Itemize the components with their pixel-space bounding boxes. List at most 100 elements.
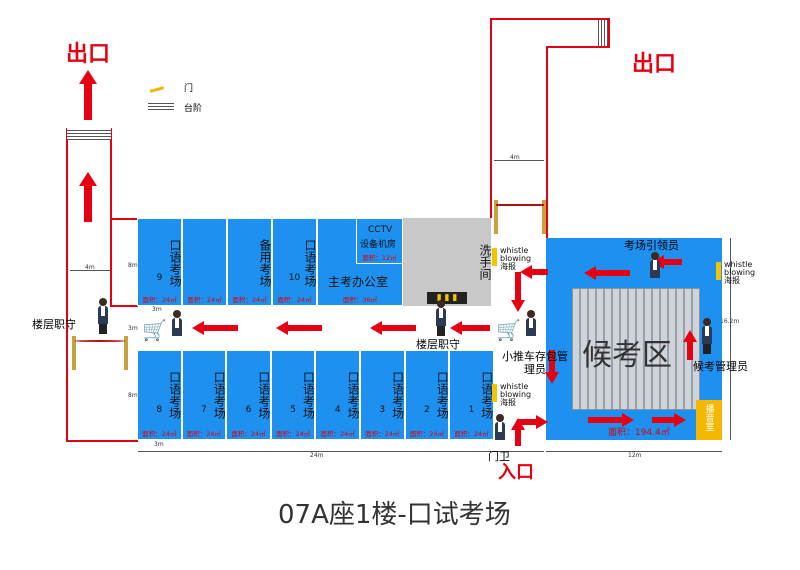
room-area: 面积：24㎡ [277,296,312,304]
floor-guard-mid-label: 楼层职守 [416,338,460,351]
route-line [608,18,610,46]
dim-line [70,270,110,271]
dim-line [546,451,722,452]
poster-icon [716,262,721,280]
room-label: 口语考场 [168,239,182,287]
rope-barrier [494,194,546,234]
backup-exam-room: 备用考场 面积：24㎡ [227,218,272,306]
room-area: 面积：24㎡ [186,430,222,438]
guide-label: 考场引领员 [624,239,679,252]
exam-room-blank: 面积：24㎡ [182,218,227,306]
room-number: 6 [245,405,252,415]
entrance-label: 入口 [498,462,534,483]
route-line [66,440,138,442]
room-label: 口语考场 [390,371,405,419]
washroom-label: 洗手间 [478,244,492,280]
route-arrow-icon [545,350,559,384]
dim-24m: 24m [310,452,324,459]
dim-line [494,160,544,161]
route-arrow-icon [192,321,238,335]
guide-person [650,252,660,278]
legend-steps-label: 台阶 [184,104,203,114]
room-label: 口语考场 [303,239,317,287]
dim-16m: 16.2m [720,318,740,325]
exit-label-left: 出口 [66,42,111,67]
dim-3m: 3m [154,441,164,448]
route-line [490,18,492,218]
room-area: 面积：24㎡ [365,430,400,438]
room-label: 口语考场 [435,371,450,419]
dim-4m-top: 4m [510,154,520,161]
exit-arrow-icon [79,172,97,222]
door-legend-icon [149,86,165,93]
dim-8m: 8m [128,392,138,399]
door-guard-person [495,414,505,440]
room-area: 面积：24㎡ [232,296,267,304]
route-line [546,46,548,242]
room-number: 1 [468,405,475,415]
steps-legend-icon [148,101,174,111]
cctv-label: CCTV [368,225,393,235]
route-arrow-icon [652,413,686,427]
room-number: 9 [156,273,163,283]
waiting-label: 候考区 [582,338,672,373]
office-area: 面积：36㎡ [342,296,378,304]
exam-room-10: 口语考场 10 面积：24㎡ [272,218,317,306]
room-area: 面积：24㎡ [187,296,222,304]
cart-icon: 🛒 [142,318,167,342]
route-arrow-icon [370,321,416,335]
dim-8m: 8m [128,262,138,269]
dim-3m: 3m [152,306,162,313]
route-line [110,218,112,306]
dim-3m: 3m [128,325,138,332]
dim-4m: 4m [85,264,95,271]
room-label: 口语考场 [212,371,227,419]
waiting-area-value: 面积：194.4㎡ [608,428,670,438]
room-label: 备用考场 [258,239,272,287]
route-line [110,218,138,220]
exit-label-right: 出口 [632,52,677,77]
cart-keeper-person [526,310,536,336]
room-area: 面积：24㎡ [320,430,355,438]
waiting-manager-label: 候考管理员 [693,360,748,373]
room-label: 口语考场 [256,371,271,419]
room-area: 面积：24㎡ [142,430,177,438]
room-number: 7 [201,405,207,415]
route-arrow-icon [518,415,548,429]
broadcast-room: 播音室 [696,400,722,440]
restroom-sign-icon: ▮ ▮ ▮ [427,292,467,304]
route-arrow-icon [276,321,322,335]
room-number: 3 [379,405,386,415]
room-number: 10 [288,273,301,283]
room-number: 8 [156,405,163,415]
exam-room-7: 口语考场 7 面积：24㎡ [181,350,227,440]
door-guard-label: 门卫 [488,450,510,463]
room-area: 面积：24㎡ [275,430,311,438]
washroom: 洗手间 ▮ ▮ ▮ [403,218,492,306]
route-line [546,46,610,48]
room-label: 口语考场 [345,371,360,419]
cart-icon: 🛒 [496,318,521,342]
route-arrow-icon [450,321,490,335]
broadcast-label: 播音室 [703,404,714,431]
route-arrow-icon [511,272,525,312]
room-number: 4 [334,405,341,415]
exam-room-4: 口语考场 4 面积：24㎡ [315,350,360,440]
dim-12m: 12m [628,452,642,459]
poster-icon [492,384,497,402]
route-line [110,128,112,218]
floor-guard-person [436,300,446,336]
cctv-sublabel: 设备机房 [360,240,397,250]
route-arrow-icon [588,413,634,427]
room-area: 面积：24㎡ [142,296,177,304]
room-number: 5 [290,405,296,415]
room-label: 口语考场 [479,371,494,419]
cctv-area: 面积：12㎡ [362,254,397,262]
route-line [110,305,138,307]
